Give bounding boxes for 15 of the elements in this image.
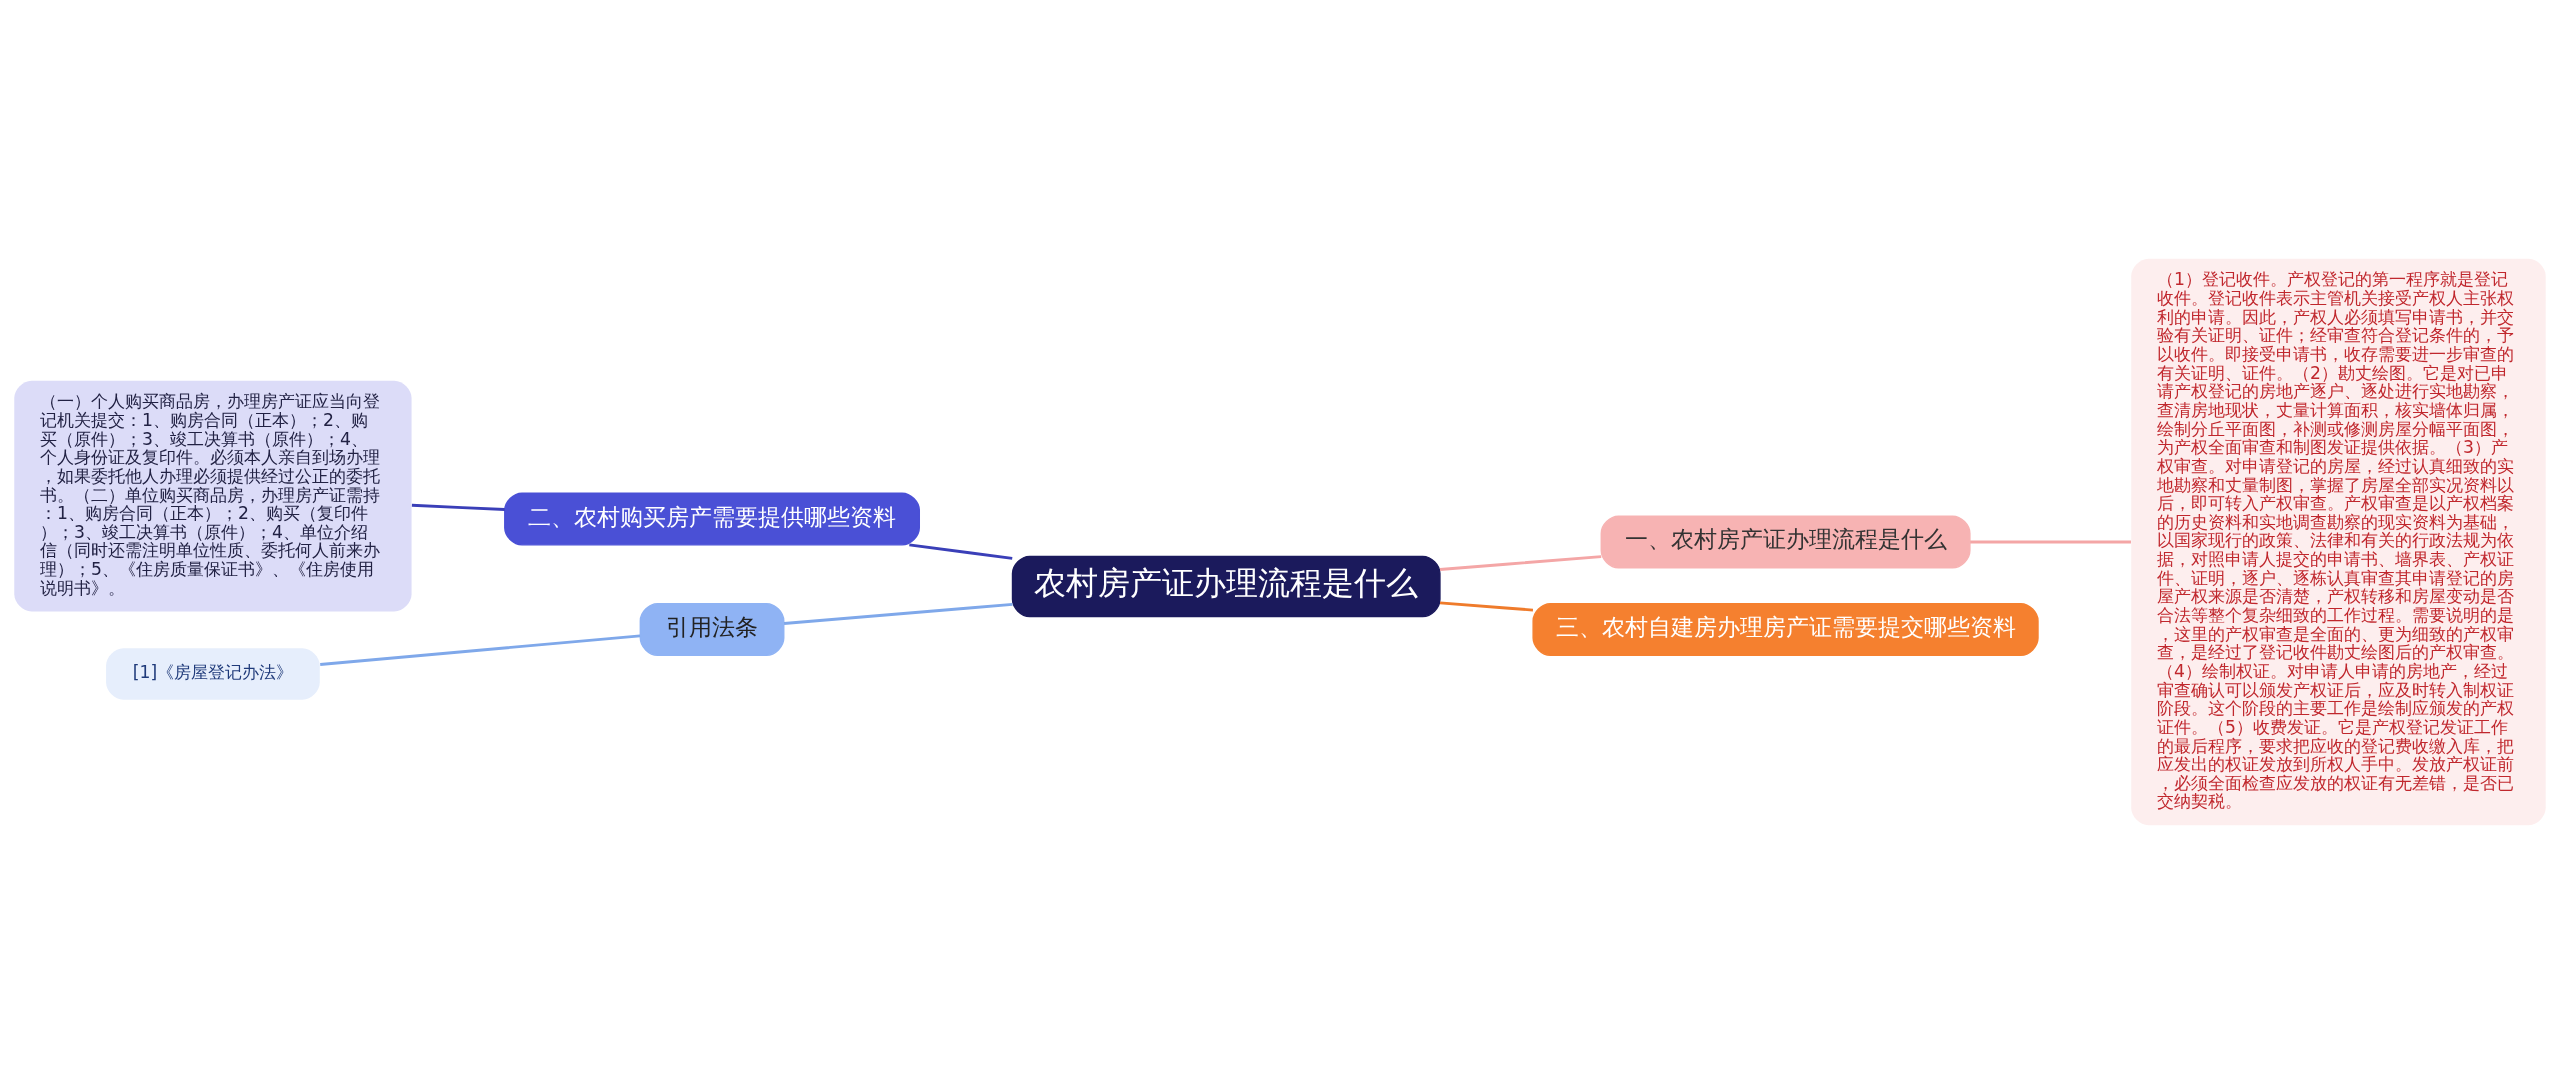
connector bbox=[783, 602, 1013, 625]
node-box: 一、农村房产证办理流程是什么 bbox=[1600, 514, 1971, 569]
node-box: （1）登记收件。产权登记的第一程序就是登记收件。登记收件表示主管机关接受产权人主张权利的申请。因此，产权人必须填写申请书，并交验有关证明、证件；经审查符合登记条件的，予以收件。即接受申请书，收存需要进一步审查的有关证明、证件。（2）勘丈绘图。它是对已申请产权登记的房地产逐户、逐处进行实地勘察，查清房地现状，丈量计算面积，核实墙体归属，绘制分丘平面图，补测或修测房屋分幅平面图，为产权全面审查和制图发证提供依据。（3）产权审查。对申请登记的房屋，经过认真细致的实地勘察和丈量制图，掌握了房屋全部实况资料以后，即可转入产权审查。产权审查是以产权档案的历史资料和实地调查勘察的现实资料为基础，以国家现行的政策、法律和有关的行政法规为依据，对照申请人提交的申请书、墙界表、产权证件、证明，逐户、逐栋认真审查其申请登记的房屋产权来源是否清楚，产权转移和房屋变动是否合法等整个复杂细致的工作过程。需要说明的是，这里的产权审查是全面的、更为细致的产权审查，是经过了登记收件勘丈绘图后的产权审查。（4）绘制权证。对申请人申请的房地产，经过审查确认可以颁发产权证后，应及时转入制权证阶段。这个阶段的主要工作是绘制应颁发的产权证件。（5）收费发证。它是产权登记发证工作的最后程序，要求把应收的登记费收缴入库，把应发出的权证发放到所权人手中。发放产权证前，必须全面检查应发放的权证有无差错，是否已交纳契税。 bbox=[2131, 258, 2546, 825]
connector bbox=[411, 503, 505, 511]
node-box: 农村房产证办理流程是什么 bbox=[1011, 555, 1441, 617]
node-box: （一）个人购买商品房，办理房产证应当向登记机关提交：1、购房合同（正本）；2、购买（原件）；3、竣工决算书（原件）；4、个人身份证及复印件。必须本人亲自到场办理，如果委托他人办理必须提供经过公正的委托书。（二）单位购买商品房，办理房产证需持：1、购房合同（正本）；2、购买（复印件）；3、竣工决算书（原件）；4、单位介绍信（同时还需注明单位性质、委托何人前来办理）；5、《住房质量保证书》、《住房使用说明书》。 bbox=[14, 380, 412, 612]
connector bbox=[1970, 540, 2131, 543]
connector bbox=[909, 542, 1013, 560]
node-box: [1]《房屋登记办法》 bbox=[106, 647, 320, 700]
node-box: 引用法条 bbox=[639, 602, 785, 656]
node-box: 三、农村自建房办理房产证需要提交哪些资料 bbox=[1532, 602, 2039, 656]
connector bbox=[320, 633, 641, 666]
connector bbox=[1439, 554, 1602, 571]
node-box: 二、农村购买房产需要提供哪些资料 bbox=[504, 492, 920, 546]
connector bbox=[1439, 600, 1534, 611]
